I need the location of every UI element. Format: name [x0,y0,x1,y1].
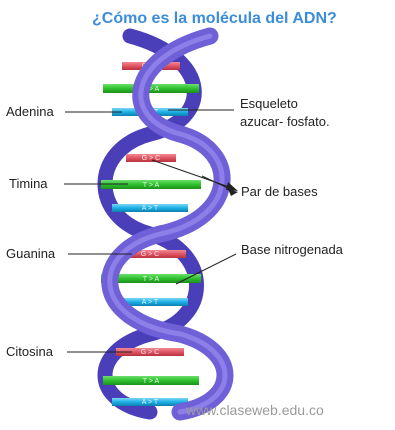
base-pair-at-bar [112,204,188,212]
base-pair-gc-bar [126,154,176,162]
label-esqueleto-line1: Esqueleto [240,96,298,111]
page-title: ¿Cómo es la molécula del ADN? [92,10,337,27]
label-esqueleto-line2: azucar- fosfato. [240,114,330,129]
base-pair-at-bar [112,398,188,406]
label-par-de-bases: Par de bases [241,184,318,199]
bar-label-ta: T > A [143,378,160,385]
watermark-url: www.claseweb.edu.co [186,402,324,418]
bar-label-at: A > T [142,205,159,212]
label-guanina: Guanina [6,246,56,261]
base-pair-ta-bar [103,376,199,385]
base-nitrogenada-leader-line [175,253,237,285]
bar-label-ta: T > A [143,182,160,189]
bar-label-gc: G > C [141,251,159,258]
base-pair-ta-bar [101,180,201,189]
base-pair-gc-bar [114,250,186,258]
base-pair-ta-bar [101,274,201,283]
label-base-nitrogenada: Base nitrogenada [241,242,343,257]
bar-label-at: A > T [142,299,159,306]
bar-label-at: A > T [142,399,159,406]
base-pair-gc-bar [116,348,184,356]
label-timina: Timina [9,176,48,191]
base-pair-ta-bar [103,84,199,93]
bar-label-gc: G > C [141,349,159,356]
par-de-bases-arrowhead [226,182,238,191]
label-adenina: Adenina [6,104,54,119]
par-de-bases-arrowhead [228,189,238,196]
bar-label-ta: T > A [143,276,160,283]
label-citosina: Citosina [6,344,53,359]
bar-label-gc: G > C [142,155,160,162]
base-pair-at-bar [112,298,188,306]
helix-strand-front-highlight [107,33,228,415]
bar-label-ta: T > A [143,86,160,93]
